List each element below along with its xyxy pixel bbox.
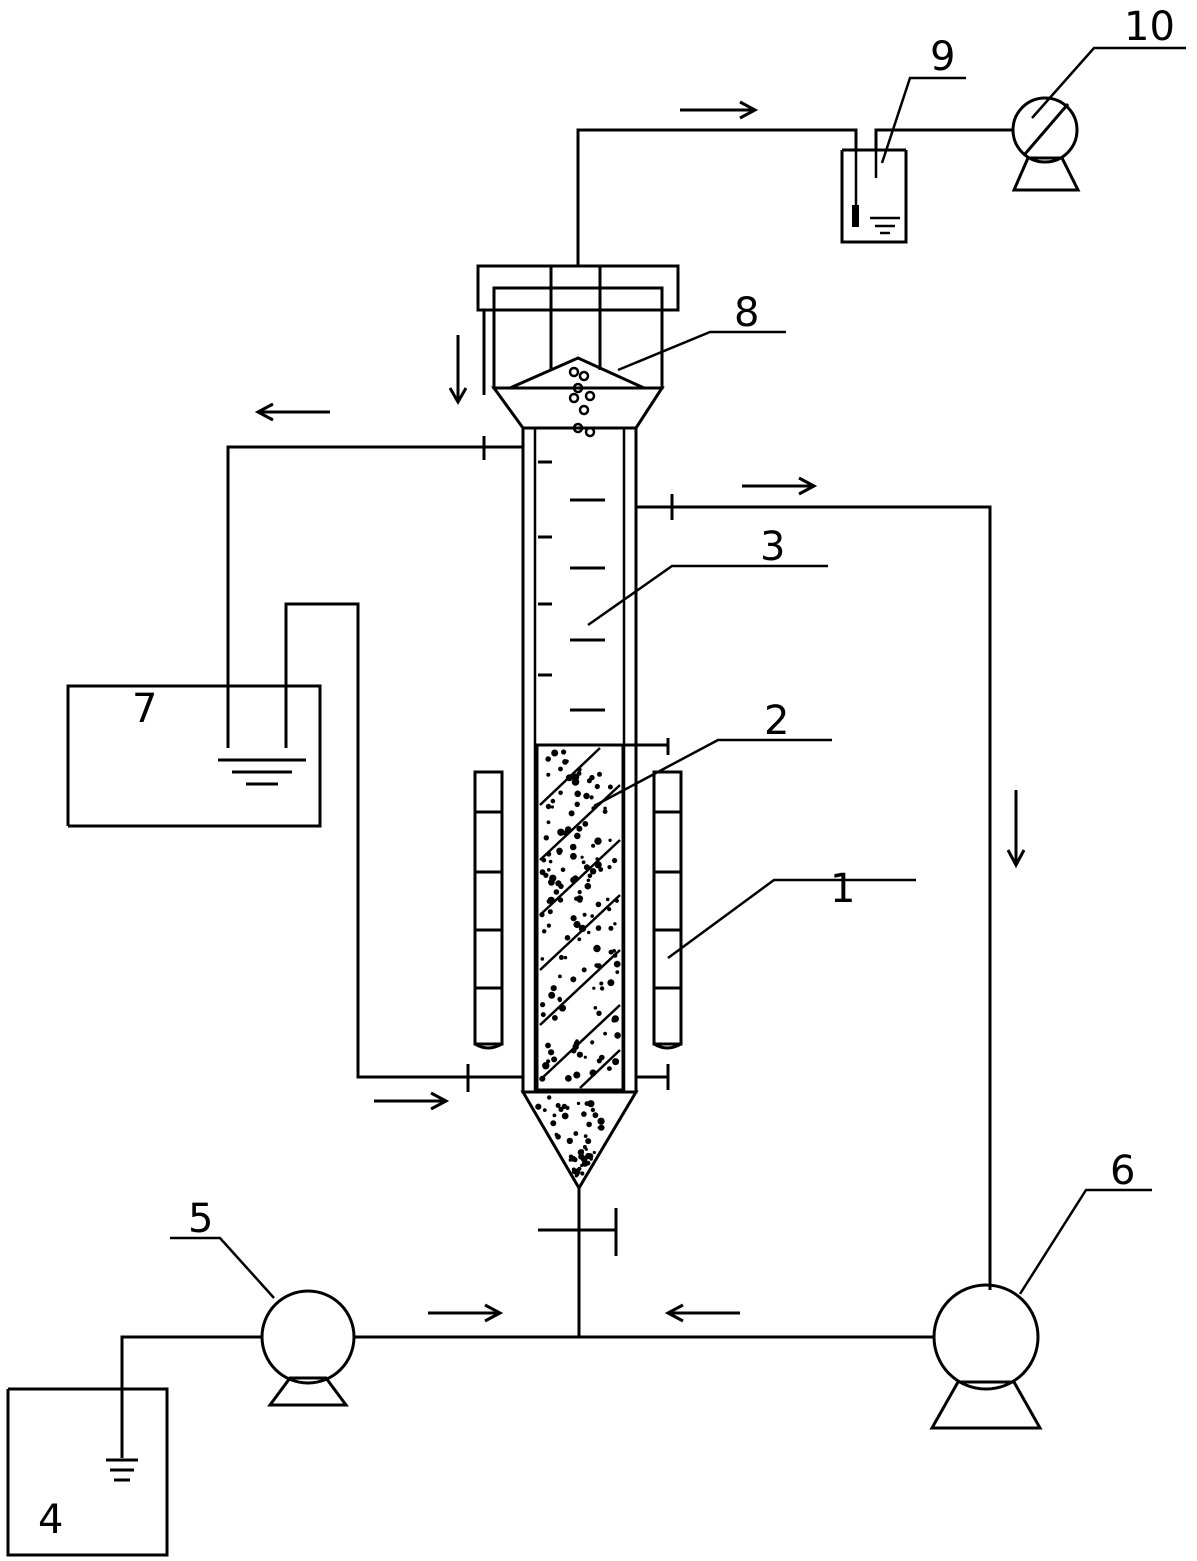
label-packing: 2 xyxy=(764,698,789,744)
liquid-level-icon xyxy=(218,758,306,786)
liquid-level-icon xyxy=(870,216,900,235)
flow-arrow-icon xyxy=(374,1091,450,1111)
feed-tank xyxy=(6,1387,169,1557)
packing-particles xyxy=(539,749,621,1082)
recirculation-line xyxy=(636,494,992,1290)
recirculation-pump xyxy=(929,1283,1043,1430)
cone-particles xyxy=(535,1095,605,1178)
reactor-column xyxy=(521,426,638,1094)
scale-ticks xyxy=(538,460,605,712)
label-reactor-column: 3 xyxy=(760,524,785,570)
labels: 1 2 3 4 5 6 7 8 9 10 xyxy=(38,4,1175,1543)
jacket-inlet-line xyxy=(284,602,670,1092)
valve-icon[interactable] xyxy=(538,1208,618,1256)
gas-pump xyxy=(1011,96,1081,192)
leader-lines xyxy=(170,46,1186,1299)
flow-arrows xyxy=(254,100,1026,1323)
flow-arrow-icon xyxy=(428,1303,504,1323)
heater-jacket-left xyxy=(473,770,504,1050)
jacket-outlet-line xyxy=(226,436,523,748)
conical-bottom xyxy=(520,1090,639,1337)
flow-arrow-icon xyxy=(1006,790,1026,869)
flow-arrow-icon xyxy=(254,402,330,422)
separator-head xyxy=(476,264,680,438)
packing-bed xyxy=(535,738,670,1092)
label-gas-pump: 10 xyxy=(1124,4,1175,50)
flow-arrow-icon xyxy=(448,335,468,406)
gas-collector xyxy=(840,148,908,244)
label-separator: 8 xyxy=(734,290,759,336)
label-feed-tank: 4 xyxy=(38,1497,63,1543)
label-heater: 1 xyxy=(830,866,855,912)
liquid-level-icon xyxy=(106,1458,138,1482)
gas-line xyxy=(576,128,1012,266)
flow-arrow-icon xyxy=(680,100,759,120)
flow-arrow-icon xyxy=(664,1303,740,1323)
label-feed-pump: 5 xyxy=(188,1196,213,1242)
heater-jacket-right xyxy=(652,770,683,1050)
flow-arrow-icon xyxy=(742,476,818,496)
label-recirculation-pump: 6 xyxy=(1110,1148,1135,1194)
label-water-bath: 7 xyxy=(132,686,157,732)
water-bath xyxy=(66,684,322,828)
feed-line xyxy=(120,1335,934,1458)
gas-bubbles xyxy=(568,366,596,438)
label-gas-collector: 9 xyxy=(930,34,955,80)
feed-pump xyxy=(260,1289,356,1407)
